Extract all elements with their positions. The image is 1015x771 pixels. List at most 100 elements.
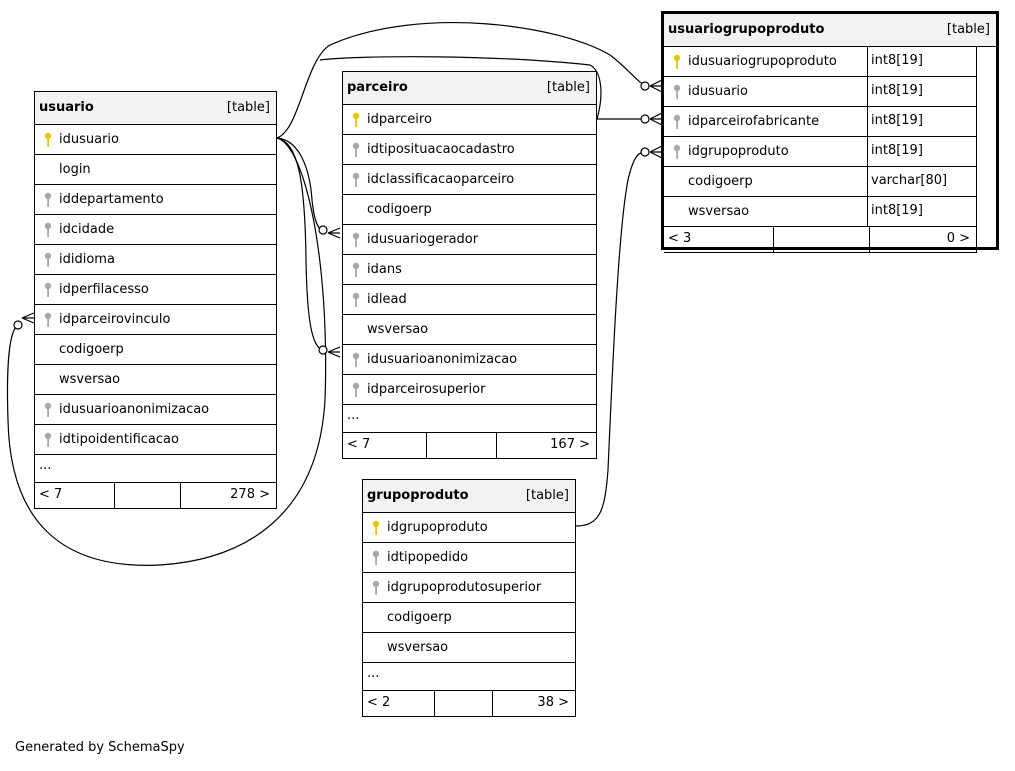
foreign-key-icon [351, 262, 361, 278]
column-name: idcidade [59, 222, 115, 237]
footer-left[interactable]: < 7 [39, 487, 63, 502]
column-row[interactable]: idusuario [35, 125, 276, 155]
footer-left[interactable]: < 7 [347, 437, 371, 452]
footer-left[interactable]: < 3 [668, 231, 692, 246]
column-row[interactable]: wsversao [35, 365, 276, 395]
ellipsis-row: ... [363, 663, 575, 691]
crowfoot-ugp-idusuario [640, 81, 650, 91]
foreign-key-icon [351, 142, 361, 158]
column-name: codigoerp [688, 174, 753, 189]
column-name: idusuariogerador [367, 232, 479, 247]
column-row[interactable]: idans [343, 255, 596, 285]
table-footer: < 7 167 > [343, 433, 596, 458]
column-row[interactable]: idlead [343, 285, 596, 315]
table-footer: < 7 278 > [35, 483, 276, 508]
column-name: idparceirovinculo [59, 312, 171, 327]
column-row[interactable]: idparceiro [343, 105, 596, 135]
foreign-key-icon [43, 252, 53, 268]
column-name: wsversao [688, 204, 750, 219]
foreign-key-icon [351, 232, 361, 248]
column-type: int8[19] [871, 143, 923, 158]
rel-parceiro-usuario-vinculo [6, 137, 327, 566]
foreign-key-icon [43, 432, 53, 448]
foreign-key-icon [43, 192, 53, 208]
foreign-key-icon [351, 352, 361, 368]
column-row[interactable]: iddepartamento [35, 185, 276, 215]
column-row[interactable]: idparceirosuperior [343, 375, 596, 405]
column-name: idparceiro [367, 112, 432, 127]
table-kind: [table] [525, 488, 569, 503]
column-name: idusuario [59, 132, 119, 147]
column-divider [867, 137, 868, 166]
column-row[interactable]: idtiposituacaocadastro [343, 135, 596, 165]
table-footer: < 2 38 > [363, 691, 575, 716]
foreign-key-icon [672, 84, 682, 100]
column-row[interactable]: idusuariogerador [343, 225, 596, 255]
column-row[interactable]: ididioma [35, 245, 276, 275]
column-type: int8[19] [871, 83, 923, 98]
foreign-key-icon [371, 550, 381, 566]
footer-left[interactable]: < 2 [367, 695, 391, 710]
column-row[interactable]: codigoerp [363, 603, 575, 633]
column-type: varchar[80] [871, 173, 948, 188]
footer-right[interactable]: 278 > [230, 487, 270, 502]
foreign-key-icon [351, 292, 361, 308]
table-header: usuariogrupoproduto [table] [664, 14, 996, 47]
column-row[interactable]: wsversao [363, 633, 575, 663]
table-kind: [table] [226, 100, 270, 115]
column-row[interactable]: idgrupoproduto [363, 513, 575, 543]
column-row[interactable]: idcidade [35, 215, 276, 245]
column-name: codigoerp [367, 202, 432, 217]
footer-right[interactable]: 0 > [946, 231, 970, 246]
rel-parceiro-top-arc [319, 56, 602, 120]
ellipsis-row: ... [35, 455, 276, 483]
table-kind: [table] [546, 80, 590, 95]
column-name: idgrupoproduto [387, 520, 488, 535]
column-row[interactable]: idperfilacesso [35, 275, 276, 305]
column-name: wsversao [387, 640, 449, 655]
column-divider [867, 167, 868, 196]
crowfoot-parceiro-gerador [318, 225, 328, 235]
column-row[interactable]: codigoerp [35, 335, 276, 365]
foreign-key-icon [43, 312, 53, 328]
column-divider [867, 107, 868, 136]
column-row[interactable]: idtipopedido [363, 543, 575, 573]
foreign-key-icon [672, 114, 682, 130]
column-name: idtipoidentificacao [59, 432, 179, 447]
table-usuariogrupoproduto[interactable]: usuariogrupoproduto [table] idusuariogru… [661, 11, 999, 253]
column-row[interactable]: codigoerp [343, 195, 596, 225]
generated-by-credit: Generated by SchemaSpy [15, 740, 185, 755]
column-row[interactable]: login [35, 155, 276, 185]
column-name: idperfilacesso [59, 282, 149, 297]
foreign-key-icon [351, 382, 361, 398]
column-row[interactable]: idtipoidentificacao [35, 425, 276, 455]
rel-usuario-parceiro-anonimizacao [276, 137, 324, 351]
footer-right[interactable]: 167 > [550, 437, 590, 452]
column-type: int8[19] [871, 113, 923, 128]
column-row[interactable]: idusuarioanonimizacao [35, 395, 276, 425]
table-footer: < 3 0 > [664, 227, 977, 253]
column-name: idlead [367, 292, 407, 307]
column-row[interactable]: codigoerp varchar[80] [664, 167, 976, 197]
column-row[interactable]: idclassificacaoparceiro [343, 165, 596, 195]
footer-right[interactable]: 38 > [537, 695, 569, 710]
column-divider [867, 47, 868, 76]
column-name: idusuarioanonimizacao [367, 352, 518, 367]
column-name: codigoerp [59, 342, 124, 357]
table-name: usuario [39, 100, 94, 115]
column-row[interactable]: idgrupoprodutosuperior [363, 573, 575, 603]
column-row[interactable]: wsversao [343, 315, 596, 345]
column-row[interactable]: idparceirovinculo [35, 305, 276, 335]
primary-key-icon [371, 520, 381, 536]
primary-key-icon [672, 54, 682, 70]
column-row[interactable]: idusuarioanonimizacao [343, 345, 596, 375]
